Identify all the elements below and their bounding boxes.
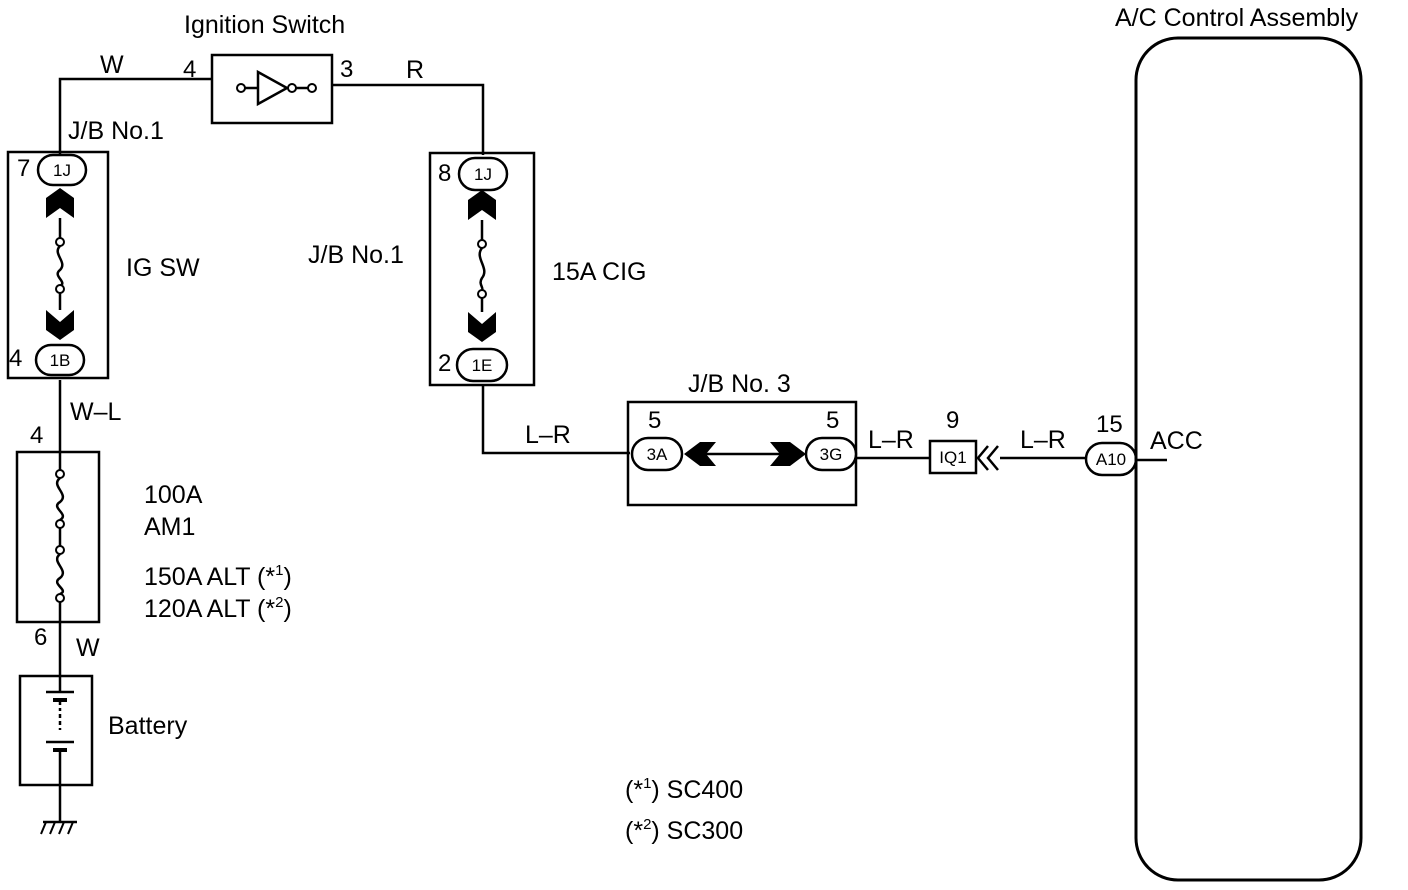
connector-1j-mid-label: 1J <box>474 165 492 184</box>
wire-l-r-2: L–R <box>868 426 914 454</box>
connector-1b <box>34 343 86 377</box>
connector-3a-label: 3A <box>647 445 668 464</box>
connector-3g <box>804 436 858 472</box>
pin-jb1l-7: 7 <box>17 155 30 182</box>
battery-icon <box>46 676 74 785</box>
connector-arrow-left-icon <box>684 442 716 466</box>
pin-jb3-5b: 5 <box>826 407 839 434</box>
pin-ign-3: 3 <box>340 56 353 83</box>
am1-name-label: AM1 <box>144 513 195 541</box>
ignition-switch-box <box>210 53 334 125</box>
battery-box <box>18 674 94 787</box>
jb3-label: J/B No. 3 <box>688 370 791 398</box>
pin-a10-15: 15 <box>1096 411 1123 438</box>
ac-control-label: A/C Control Assembly <box>1115 4 1359 32</box>
fusible-link-alt-icon <box>55 553 65 596</box>
wire-l-r-1: L–R <box>525 421 571 449</box>
connector-iq1 <box>928 439 978 475</box>
alt1-label: 150A ALT (*1) <box>144 562 292 591</box>
connector-arrow-up-icon <box>46 188 74 218</box>
connector-1j-left-label: 1J <box>53 161 71 180</box>
ig-sw-fuse <box>46 188 74 340</box>
cig-fuse <box>468 190 496 342</box>
note-sc300: (*2) SC300 <box>625 816 743 845</box>
pin-jb1l-4: 4 <box>9 345 22 372</box>
connector-3g-label: 3G <box>820 445 843 464</box>
connector-arrow-down-icon <box>468 312 496 342</box>
connector-1e-label: 1E <box>472 356 493 375</box>
pin-am1-4: 4 <box>30 422 43 449</box>
pin-jb3-5a: 5 <box>648 407 661 434</box>
jb1-mid-box <box>428 151 536 387</box>
connector-arrow-down-icon <box>46 310 74 340</box>
jb1-left-label: J/B No.1 <box>68 117 164 145</box>
connector-chevron-icon <box>976 445 999 471</box>
acc-label: ACC <box>1150 427 1203 455</box>
connector-1e <box>455 347 509 383</box>
connector-1b-label: 1B <box>50 351 71 370</box>
pin-ign-4: 4 <box>183 56 196 83</box>
ground-icon <box>40 820 77 835</box>
fuse-link-icon <box>56 245 64 288</box>
fusible-links <box>55 452 65 622</box>
ignition-switch-label: Ignition Switch <box>184 11 345 39</box>
wire-r-top: R <box>406 56 424 84</box>
connector-arrow-right-icon <box>770 442 806 466</box>
connector-arrow-up-icon <box>468 190 496 220</box>
wire-w-l: W–L <box>70 398 122 426</box>
pin-am1-6: 6 <box>34 624 47 651</box>
wire-w-bottom: W <box>76 634 100 662</box>
connector-3a <box>630 436 684 472</box>
jb1-left-box <box>6 150 110 380</box>
connector-iq1-label: IQ1 <box>939 448 966 467</box>
jb1-mid-label: J/B No.1 <box>308 241 404 269</box>
note-sc400: (*1) SC400 <box>625 775 743 804</box>
pin-iq1-9: 9 <box>946 407 959 434</box>
connector-a10-label: A10 <box>1096 450 1126 469</box>
connector-1j-left <box>36 153 88 187</box>
pin-jb1m-2: 2 <box>438 350 451 377</box>
wire-l-r-3: L–R <box>1020 426 1066 454</box>
fuse-cig-icon <box>478 247 486 291</box>
pin-jb1m-8: 8 <box>438 160 451 187</box>
wires <box>58 77 1167 822</box>
connector-1j-mid <box>457 156 509 192</box>
cig-label: 15A CIG <box>552 258 647 286</box>
switch-symbol-icon <box>256 69 290 107</box>
ignition-switch <box>210 53 334 125</box>
am1-box <box>15 450 101 624</box>
fusible-link-am1-icon <box>55 477 65 522</box>
wire-w-top: W <box>100 51 124 79</box>
battery-label: Battery <box>108 712 188 740</box>
alt2-label: 120A ALT (*2) <box>144 594 292 623</box>
ac-control-assembly <box>1134 36 1363 882</box>
ig-sw-label: IG SW <box>126 254 200 282</box>
am1-rating-label: 100A <box>144 481 203 509</box>
